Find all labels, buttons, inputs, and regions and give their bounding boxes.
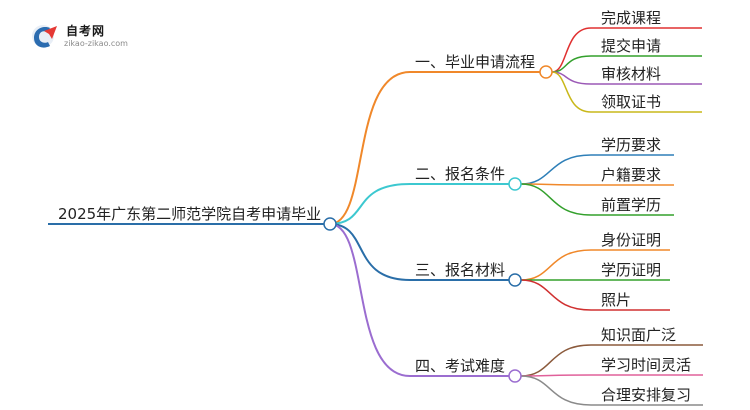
child-label: 学习时间灵活 xyxy=(601,356,692,374)
brand-name: 自考网 xyxy=(66,24,106,38)
brand-url: zikao-zikao.com xyxy=(64,39,128,48)
child-label: 知识面广泛 xyxy=(601,326,677,344)
branch-connector xyxy=(329,223,411,377)
child-connector xyxy=(551,27,592,73)
brand-logo-icon xyxy=(32,25,57,48)
child-label: 学历证明 xyxy=(601,261,662,279)
child-connector xyxy=(551,71,592,113)
child-label: 户籍要求 xyxy=(601,166,662,184)
branch-node xyxy=(539,65,553,79)
brand-logo: 自考网 zikao-zikao.com xyxy=(30,20,140,54)
child-label: 前置学历 xyxy=(601,196,662,214)
child-label: 审核材料 xyxy=(601,65,662,83)
branch-label: 四、考试难度 xyxy=(415,357,506,375)
child-connector xyxy=(520,344,592,377)
child-connector xyxy=(520,279,592,311)
child-connector xyxy=(520,154,592,185)
branch-node xyxy=(508,369,522,383)
child-connector xyxy=(520,249,592,281)
branch-node xyxy=(508,273,522,287)
root-node xyxy=(323,217,337,231)
child-label: 完成课程 xyxy=(601,9,662,27)
child-label: 身份证明 xyxy=(601,231,662,249)
branch-label: 一、毕业申请流程 xyxy=(415,53,536,71)
root-label: 2025年广东第二师范学院自考申请毕业 xyxy=(58,205,322,223)
branch-connector xyxy=(329,183,411,225)
branch-label: 二、报名条件 xyxy=(415,165,506,183)
branch-connector xyxy=(329,223,411,281)
child-label: 领取证书 xyxy=(601,93,662,111)
branch-node xyxy=(508,177,522,191)
child-connector xyxy=(520,375,592,406)
child-label: 合理安排复习 xyxy=(601,386,692,404)
child-label: 学历要求 xyxy=(601,136,662,154)
branch-label: 三、报名材料 xyxy=(415,261,506,279)
branch-connector xyxy=(329,71,411,225)
child-label: 提交申请 xyxy=(601,37,662,55)
child-label: 照片 xyxy=(601,291,632,309)
child-connector xyxy=(520,183,592,216)
